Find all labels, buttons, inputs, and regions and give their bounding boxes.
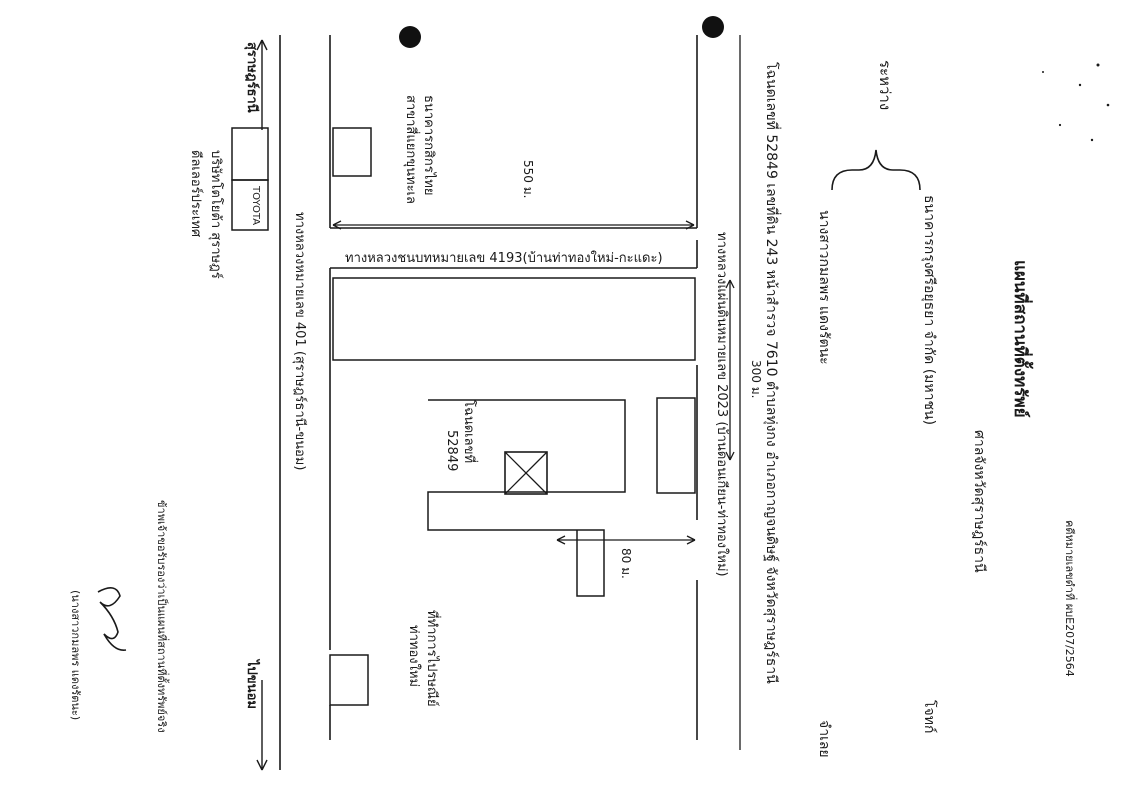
arrow-to-khanom <box>256 680 268 771</box>
plaintiff-role: โจทก์ <box>921 700 938 733</box>
toyota-building-b <box>231 179 269 231</box>
road-4193-label: ทางหลวงชนบทหมายเลข 4193(บ้านท่าทองใหม่-ก… <box>345 250 663 266</box>
post-office-building <box>329 654 369 706</box>
toyota-building-a <box>231 127 269 181</box>
signature-mark <box>97 587 127 651</box>
party-brace <box>831 149 921 191</box>
defendant-role: จำเลย <box>816 720 832 758</box>
road-2023-label: ทางหลวงแผ่นดินหมายเลข 2023 (บ้านดอนเกียน… <box>714 232 730 577</box>
post-office-label-1: ที่ทำการไปรษณีย์ <box>424 610 441 707</box>
toyota-label-2: ดีลเลอร์ประเทศ <box>188 150 204 238</box>
corner-marker-left <box>399 26 421 48</box>
between-label: ระหว่าง <box>876 60 894 110</box>
road-401 <box>279 35 331 770</box>
bank-label-2: สาขาสี่แยกขุนทะเล <box>403 95 420 204</box>
arrow-300 <box>725 279 735 461</box>
defendant-name: นางสาวกมลพร แดงรัตนะ <box>816 210 832 365</box>
building-near-road <box>656 397 696 494</box>
property-outline <box>427 399 626 597</box>
arrow-550 <box>332 220 695 230</box>
plaintiff-name: ธนาคารกรุงศรีอยุธยา จำกัด (มหาชน) <box>921 195 937 425</box>
distance-300: 300 ม. <box>749 360 763 398</box>
plot-number: 52849 <box>444 430 459 471</box>
certification-text: ข้าพเจ้าขอรับรองว่าเป็นแผนที่สถานที่ตั้ง… <box>155 500 170 733</box>
signatory-name: (นางสาวกมลพร แดงรัตนะ) <box>69 590 82 720</box>
bank-building <box>332 127 372 177</box>
plot-label: โฉนดเลขที่ <box>461 400 478 463</box>
plot-52849-marker <box>504 451 548 495</box>
scan-specks <box>1042 63 1110 142</box>
corner-marker-right <box>702 16 724 38</box>
block-central <box>332 277 696 361</box>
toyota-label-1: บริษัทโตโยต้า สุราษฎร์ <box>208 150 224 279</box>
road-4193 <box>330 227 697 269</box>
plot-cross-b <box>504 451 548 495</box>
to-khanom-label: ไปขนอม <box>244 658 261 709</box>
distance-550: 550 ม. <box>521 160 535 198</box>
road-401-label: ทางหลวงหมายเลข 401 (สุราษฎร์ธานี-ขนอม) <box>292 212 308 470</box>
case-number: คดีหมายเลขดำที่ ผบE207/2564 <box>1063 520 1078 677</box>
post-office-label-2: ท่าทองใหม่ <box>406 625 422 687</box>
arrow-80 <box>556 535 696 545</box>
court-name: ศาลจังหวัดสุราษฎร์ธานี <box>971 430 988 573</box>
deed-info: โฉนดเลขที่ 52849 เลขที่ดิน 243 หน้าสำรวจ… <box>763 62 781 684</box>
bank-label-1: ธนาคารกสิกรไทย <box>421 95 437 195</box>
to-surat-label: สุราษฎร์ธานี <box>244 42 260 113</box>
arrow-to-surat <box>256 39 268 130</box>
distance-80: 80 ม. <box>619 548 633 579</box>
toyota-box-label: TOYOTA <box>250 185 261 225</box>
document-title: แผนที่สถานที่ตั้งทรัพย์ <box>1010 260 1034 418</box>
